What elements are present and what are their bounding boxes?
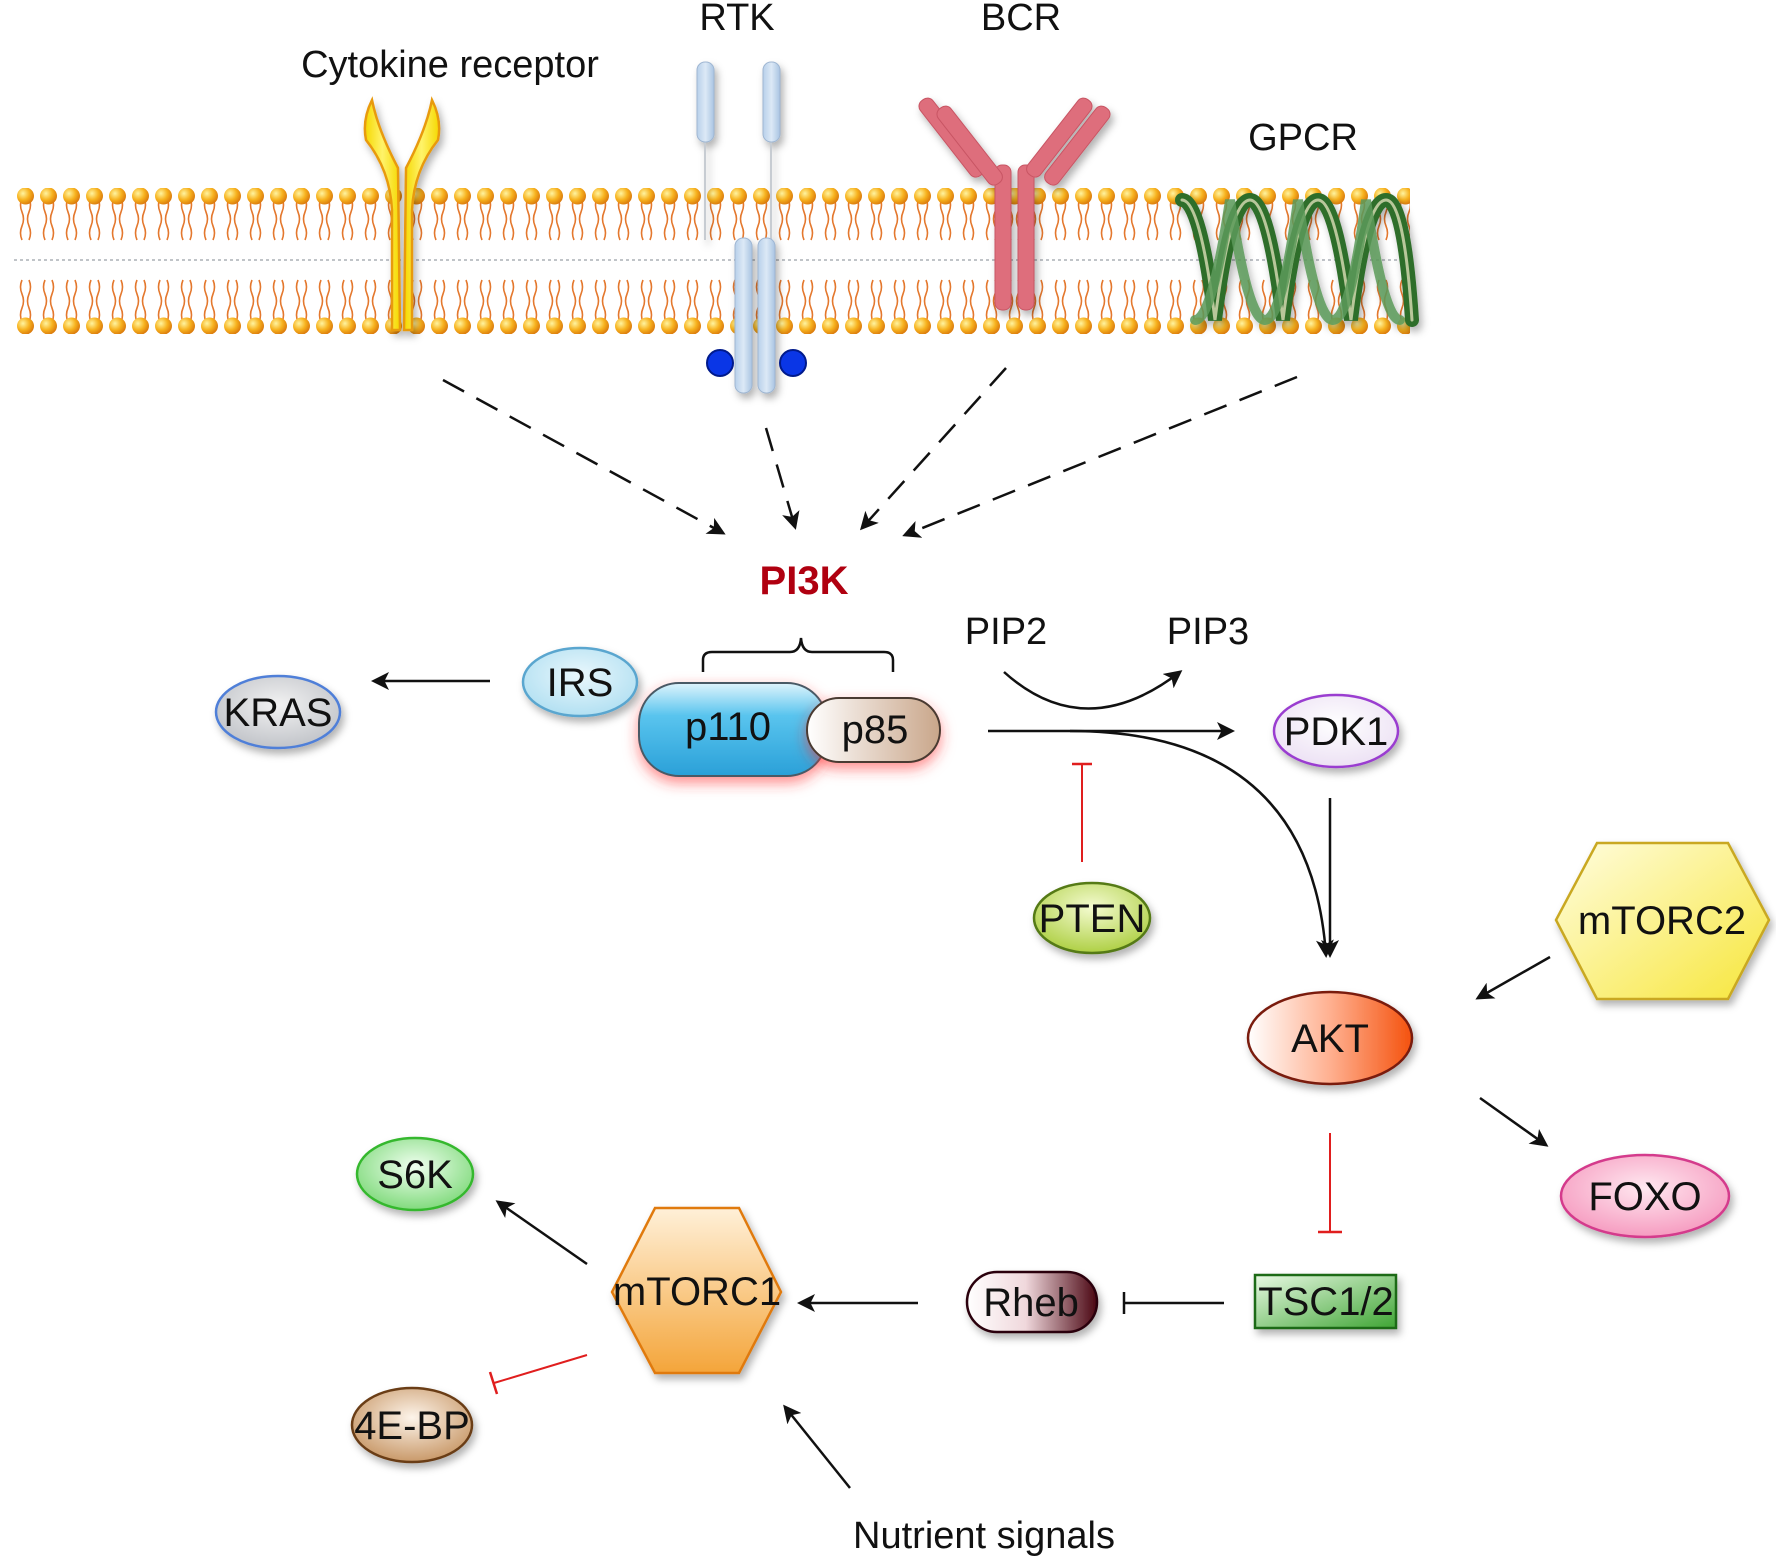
tsc-node: [1253, 1273, 1398, 1330]
rheb-node: [965, 1270, 1099, 1334]
s6k-label: S6K: [377, 1153, 453, 1197]
pi3k-title: PI3K: [760, 559, 849, 603]
s6k-node: [355, 1136, 475, 1212]
irs-node: [521, 646, 639, 718]
mtorc1-to-s6k-arrow: [495, 1200, 588, 1266]
mtorc1-inhibits-4ebp-line: [493, 1354, 588, 1384]
mtorc1-inhibits-4ebp-bar: [488, 1371, 499, 1395]
pip3-label: PIP3: [1167, 611, 1249, 653]
pip2-label: PIP2: [965, 611, 1047, 653]
cytokine-receptor-label: Cytokine receptor: [301, 44, 599, 86]
phosphate-dot-right: [779, 349, 807, 377]
mtorc1-label: mTORC1: [613, 1270, 781, 1314]
kras-node: [214, 674, 342, 750]
nutrient-signals-label: Nutrient signals: [853, 1515, 1115, 1557]
gpcr-label: GPCR: [1248, 117, 1358, 159]
p85-subunit: [806, 697, 941, 763]
pdk1-label: PDK1: [1284, 710, 1389, 754]
4ebp-node: [350, 1386, 474, 1464]
foxo-node: [1559, 1153, 1731, 1239]
phosphate-dot-left: [706, 349, 734, 377]
gpcr-shape: [1175, 192, 1419, 327]
p85-label: p85: [842, 708, 909, 752]
4ebp-label: 4E-BP: [354, 1404, 470, 1448]
akt-to-foxo-arrow: [1479, 1096, 1549, 1147]
cytokine-receptor-shape: [363, 96, 441, 332]
nutrient-to-mtorc1-arrow: [783, 1404, 851, 1489]
pip2-to-pip3-arrow: [1003, 670, 1183, 710]
mtorc2-label: mTORC2: [1578, 899, 1746, 943]
foxo-label: FOXO: [1588, 1175, 1701, 1219]
rtk-label: RTK: [699, 0, 774, 39]
mtorc1-node: [610, 1206, 783, 1375]
akt-label: AKT: [1291, 1017, 1369, 1061]
dashed-arrows-to-pi3k: [442, 367, 1298, 538]
kras-label: KRAS: [224, 691, 333, 735]
pten-node: [1032, 881, 1152, 955]
rtk-shape: [696, 61, 781, 394]
mtorc2-node: [1554, 841, 1771, 1001]
bcr-shape: [918, 97, 1111, 311]
tsc-label: TSC1/2: [1258, 1280, 1394, 1324]
rheb-label: Rheb: [983, 1281, 1079, 1325]
pten-label: PTEN: [1039, 897, 1146, 941]
pip3-to-akt-curve: [1069, 729, 1334, 958]
mtorc2-to-akt-arrow: [1475, 955, 1551, 1000]
p110-label: p110: [685, 705, 771, 749]
pi3k-bracket: [701, 637, 895, 672]
irs-label: IRS: [547, 661, 614, 705]
bcr-label: BCR: [981, 0, 1061, 39]
pdk1-node: [1272, 693, 1400, 769]
akt-node: [1246, 990, 1414, 1086]
